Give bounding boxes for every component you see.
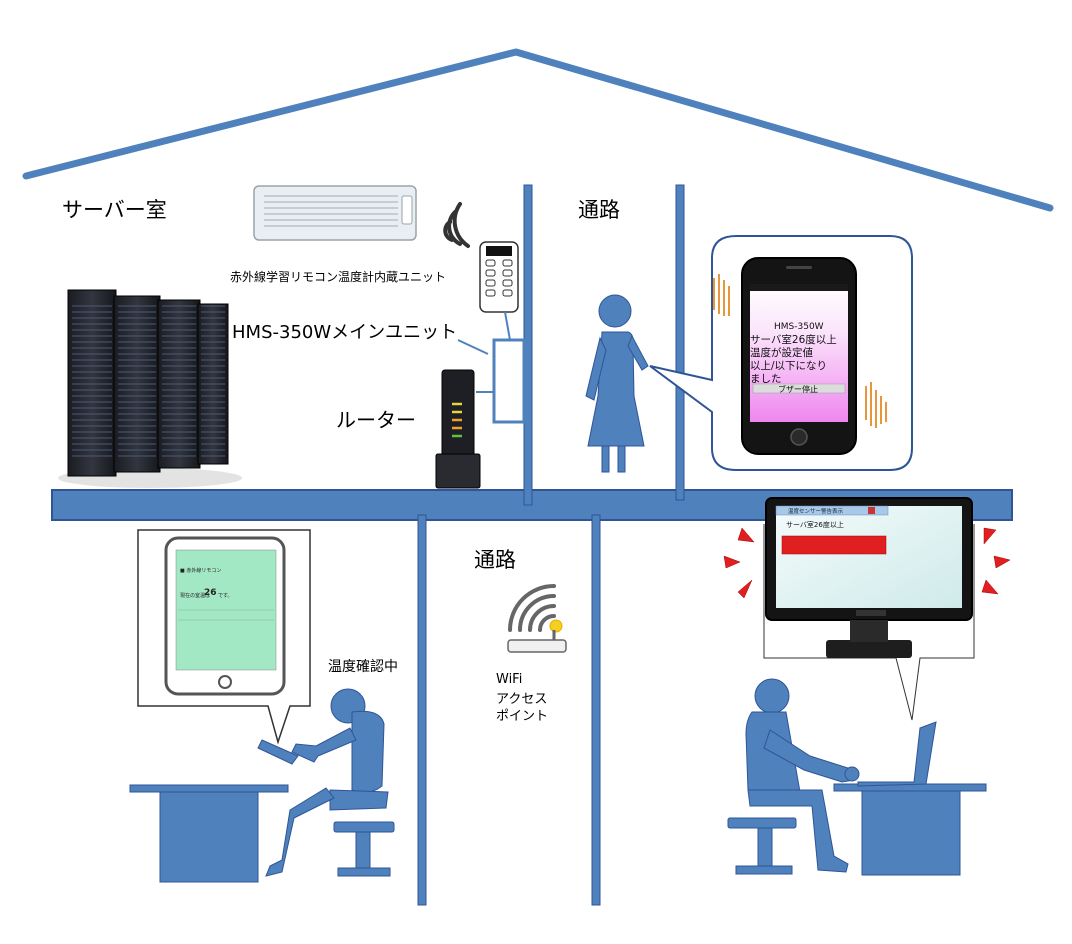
roof-line	[22, 48, 1054, 212]
remote-cable	[504, 311, 511, 341]
corridor-bottom-label: 通路	[474, 548, 516, 572]
phone-line2: 温度が設定値	[750, 347, 813, 359]
monitor-message: サーバ室26度以上	[786, 521, 844, 529]
right-desk-icon	[833, 783, 987, 876]
alert-indicator-icon	[723, 527, 1011, 599]
smartphone-icon	[741, 257, 857, 455]
phone-title: HMS-350W	[774, 322, 824, 332]
main-unit-arrow	[457, 339, 489, 355]
wall-lower-right	[591, 514, 601, 906]
vibration-left-icon	[713, 274, 730, 316]
tablet-temp-value: 26	[204, 588, 217, 598]
buzzer-stop-button[interactable]: ブザー停止	[778, 385, 818, 394]
air-conditioner-icon	[253, 185, 417, 241]
monitor-icon	[765, 497, 973, 658]
remote-unit-label: 赤外線学習リモコン温度計内蔵ユニット	[230, 270, 447, 284]
phone-line3: 以上/以下になり	[750, 360, 828, 372]
wireless-signal-icon	[443, 202, 470, 248]
wall-upper-right	[675, 184, 685, 501]
woman-figure-icon	[585, 294, 649, 473]
monitor-callout-bubble	[763, 524, 975, 721]
main-unit-box	[492, 338, 526, 424]
phone-line4: ました	[750, 373, 782, 385]
seated-person-left-icon	[257, 688, 395, 877]
main-unit-label: HMS-350Wメインユニット	[232, 322, 458, 343]
wifi-label-line2: アクセス	[496, 692, 548, 707]
phone-line1: サーバ室26度以上	[750, 334, 837, 346]
checking-temp-label: 温度確認中	[328, 659, 398, 675]
ir-remote-unit-icon	[479, 241, 519, 313]
tablet-header: ■ 赤外線リモコン	[180, 568, 222, 574]
monitor-window-title: 温度センサー警告表示	[788, 509, 844, 515]
tablet-icon	[164, 536, 286, 696]
wall-lower-left	[417, 514, 427, 906]
tablet-temp-suffix: です。	[218, 593, 233, 599]
vibration-right-icon	[865, 382, 887, 428]
laptop-icon	[857, 721, 937, 787]
wifi-label-line3: ポイント	[496, 709, 549, 724]
server-room-label: サーバー室	[62, 198, 167, 222]
seated-person-right-icon	[727, 678, 860, 875]
server-rack-icon	[58, 289, 242, 488]
tablet-temp-line: 現在の室温は	[180, 593, 211, 599]
corridor-top-label: 通路	[578, 198, 620, 222]
left-desk-icon	[129, 784, 289, 883]
router-label: ルーター	[336, 408, 416, 432]
wifi-access-point-icon	[507, 584, 567, 653]
wifi-label-line1: WiFi	[496, 672, 523, 687]
router-icon	[435, 369, 481, 489]
